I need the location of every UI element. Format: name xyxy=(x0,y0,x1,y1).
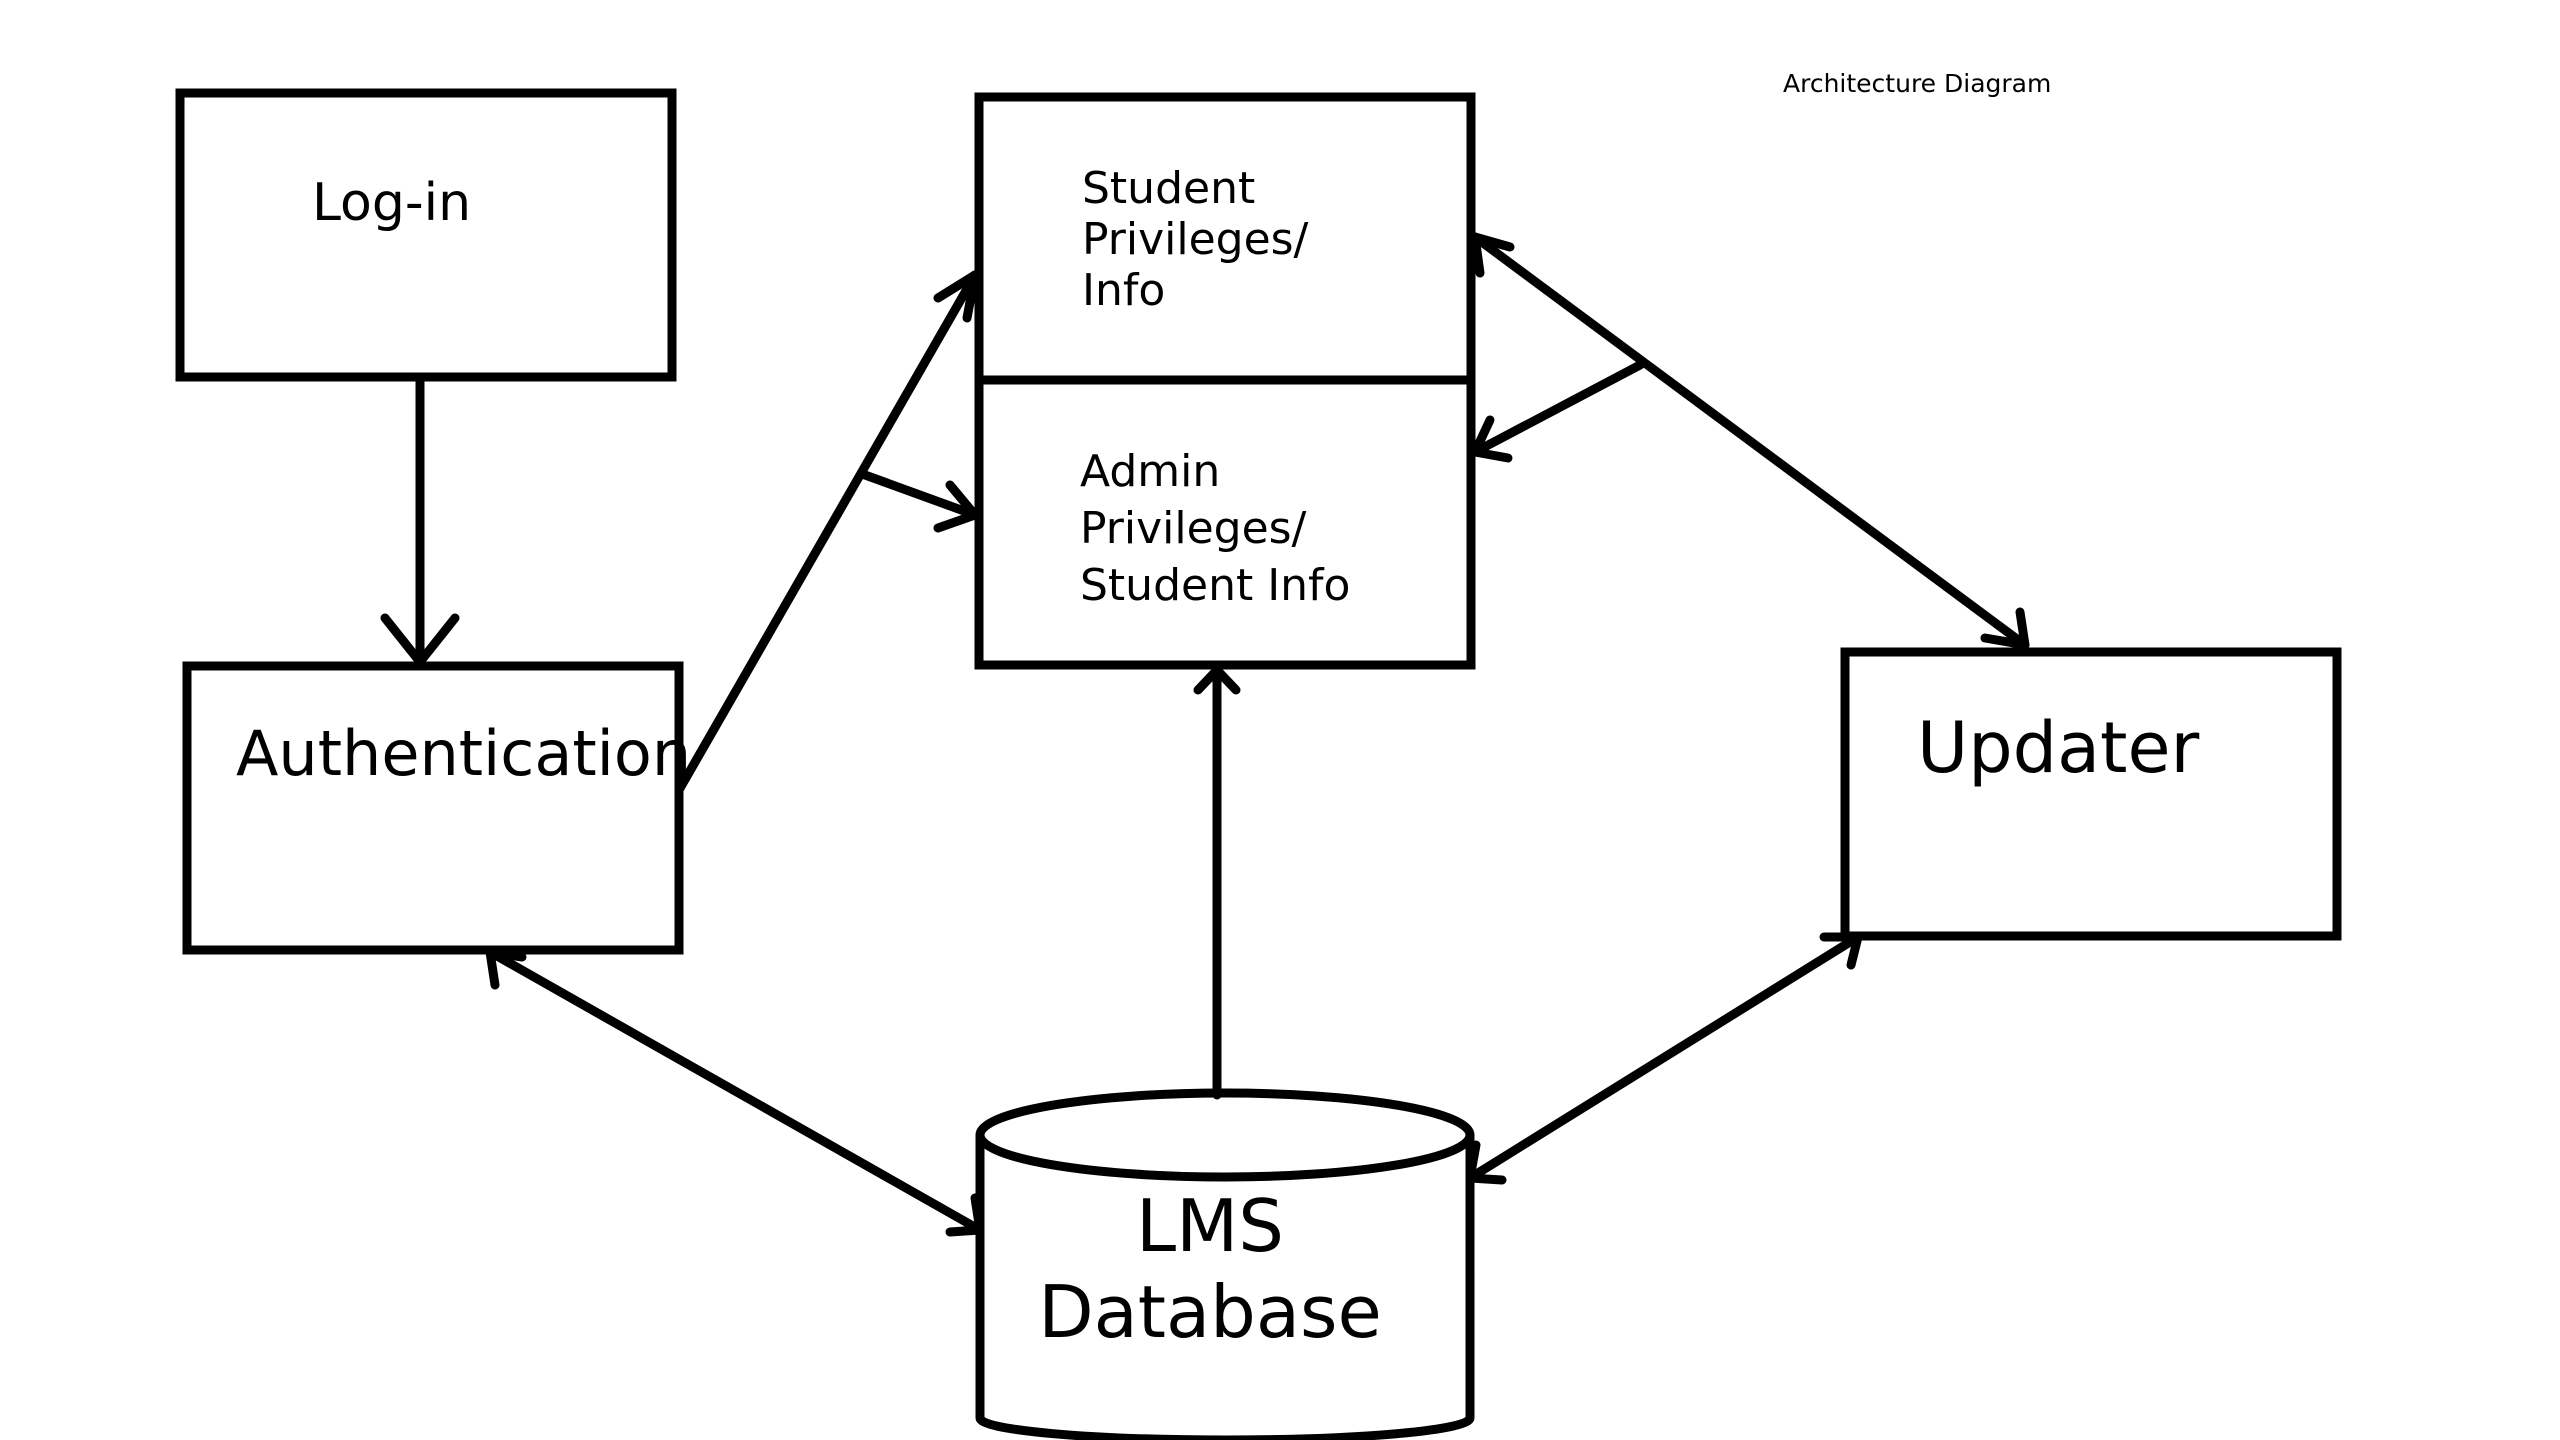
database-label-line2: Database xyxy=(1038,1270,1382,1354)
student-label-line3: Info xyxy=(1082,265,1166,316)
auth-db-arrowhead-db xyxy=(945,1193,985,1237)
admin-label-line2: Privileges/ xyxy=(1080,503,1307,554)
db-to-admin-arrowhead xyxy=(1193,665,1241,695)
updater-box xyxy=(1840,647,2342,941)
database-cylinder xyxy=(975,1088,1475,1440)
admin-privileges-label: Admin Privileges/ Student Info xyxy=(1080,443,1350,614)
admin-label-line3: Student Info xyxy=(1080,560,1351,611)
auth-db-arrowhead-auth xyxy=(485,947,527,990)
auth-to-student-line xyxy=(674,270,980,795)
updater-label: Updater xyxy=(1917,707,2200,789)
auth-to-student-arrowhead xyxy=(933,270,980,323)
diagram-title: Architecture Diagram xyxy=(1783,69,2052,98)
student-privileges-label: Student Privileges/ Info xyxy=(1082,163,1308,316)
auth-db-line xyxy=(485,947,985,1235)
login-box xyxy=(175,88,677,382)
updater-to-admin-line xyxy=(1470,360,1645,457)
student-label-line2: Privileges/ xyxy=(1082,214,1309,265)
login-to-auth-arrowhead xyxy=(380,613,460,667)
admin-privileges-box xyxy=(974,375,1476,670)
authentication-label: Authentication xyxy=(236,717,692,790)
student-updater-arrowhead-student xyxy=(1470,232,1515,278)
database-body xyxy=(975,1135,1475,1440)
login-label: Log-in xyxy=(312,173,472,233)
authentication-box xyxy=(182,661,684,955)
updater-db-arrowhead-db xyxy=(1465,1140,1507,1185)
updater-to-admin-arrowhead xyxy=(1470,415,1513,463)
student-updater-line xyxy=(1470,232,2030,650)
database-label-line1: LMS xyxy=(1136,1184,1284,1268)
auth-to-admin-arrowhead xyxy=(933,480,980,533)
updater-db-line xyxy=(1465,932,1863,1183)
database-top xyxy=(975,1088,1475,1182)
student-updater-arrowhead-updater xyxy=(1980,607,2030,650)
database-label: LMS Database xyxy=(1000,1183,1420,1355)
auth-to-admin-line xyxy=(860,470,980,520)
student-label-line1: Student xyxy=(1082,163,1256,214)
admin-label-line1: Admin xyxy=(1080,446,1221,497)
updater-db-arrowhead-updater xyxy=(1819,932,1863,970)
